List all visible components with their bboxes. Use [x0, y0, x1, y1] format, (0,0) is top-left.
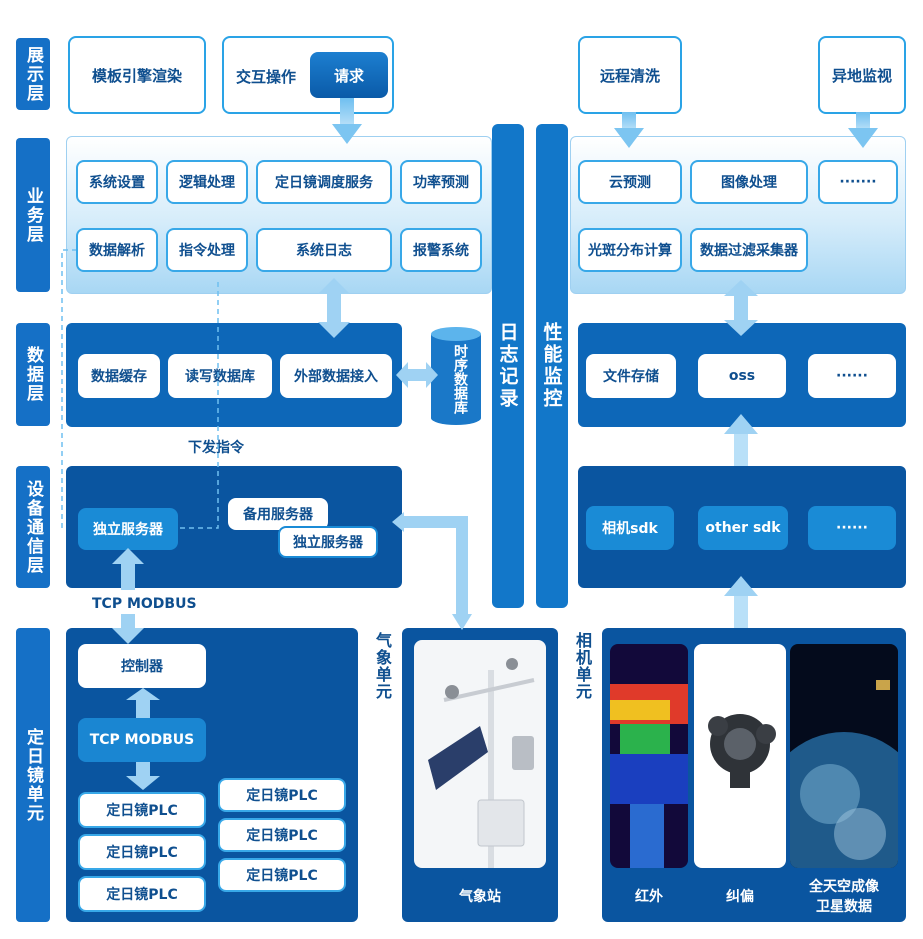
arrow-biz-data-right: [724, 280, 758, 336]
plc-right-3[interactable]: 定日镜PLC: [218, 858, 346, 892]
arrow-device-data-right: [724, 414, 758, 466]
device-standalone-server[interactable]: 独立服务器: [78, 508, 178, 550]
layer-label-business: 业务层: [16, 138, 50, 292]
sky-imaging-label: 全天空成像: [809, 879, 879, 895]
biz-logic[interactable]: 逻辑处理: [166, 160, 248, 204]
weather-station-photo: [414, 640, 546, 868]
remote-clean-box: 远程清洗: [578, 36, 682, 114]
arrow-request-down: [332, 98, 362, 144]
weather-station-label: 气象站: [459, 889, 501, 905]
biz-image-process[interactable]: 图像处理: [690, 160, 808, 204]
biz-system-settings[interactable]: 系统设置: [76, 160, 158, 204]
remote-clean-label: 远程清洗: [599, 66, 660, 85]
correction-photo: [694, 644, 786, 868]
biz-cloud-forecast[interactable]: 云预测: [578, 160, 682, 204]
layer-label-device: 设备通信层: [16, 466, 50, 588]
data-external[interactable]: 外部数据接入: [280, 354, 392, 398]
biz-command[interactable]: 指令处理: [166, 228, 248, 272]
arrow-clean-down: [614, 112, 644, 148]
device-more[interactable]: ······: [808, 506, 896, 550]
perf-monitor-column: 性能监控: [536, 124, 568, 608]
sky-satellite-photo: [790, 644, 898, 868]
layer-label-data: 数据层: [16, 323, 50, 426]
request-button[interactable]: 请求: [310, 52, 388, 98]
arrow-external-tsdb: [396, 362, 438, 388]
request-label: 请求: [333, 66, 364, 85]
plc-left-2[interactable]: 定日镜PLC: [78, 834, 206, 870]
arrow-server-controller: [112, 548, 144, 644]
interaction-box: 交互操作 请求: [222, 36, 394, 114]
biz-power-forecast[interactable]: 功率预测: [400, 160, 482, 204]
interaction-label: 交互操作: [236, 68, 297, 86]
layer-label-heliostat: 定日镜单元: [16, 628, 50, 922]
biz-spot-calc[interactable]: 光斑分布计算: [578, 228, 682, 272]
controller-box[interactable]: 控制器: [78, 644, 206, 688]
data-rw-db[interactable]: 读写数据库: [168, 354, 272, 398]
camera-unit-label: 相机单元: [573, 632, 592, 700]
remote-monitor-box: 异地监视: [818, 36, 906, 114]
satellite-data-label: 卫星数据: [816, 899, 872, 915]
arrow-tcp-plc: [126, 762, 160, 790]
biz-more[interactable]: ·······: [818, 160, 898, 204]
arrow-weather-device: [392, 512, 472, 630]
data-oss[interactable]: oss: [698, 354, 786, 398]
biz-data-parse[interactable]: 数据解析: [76, 228, 158, 272]
arrow-camera-up: [724, 576, 758, 628]
arrow-monitor-down: [848, 112, 878, 148]
infrared-label: 红外: [635, 889, 663, 905]
correction-label: 纠偏: [726, 889, 754, 905]
tcp-modbus-label: TCP MODBUS: [92, 596, 197, 612]
arrow-tcp-controller: [126, 688, 160, 718]
device-camera-sdk[interactable]: 相机sdk: [586, 506, 674, 550]
device-standalone-server-2[interactable]: 独立服务器: [278, 526, 378, 558]
data-file-storage[interactable]: 文件存储: [586, 354, 676, 398]
log-record-column: 日志记录: [492, 124, 524, 608]
biz-system-log[interactable]: 系统日志: [256, 228, 392, 272]
remote-monitor-label: 异地监视: [831, 66, 892, 85]
arrow-biz-data-left: [318, 278, 350, 338]
device-backup-server[interactable]: 备用服务器: [228, 498, 328, 530]
plc-left-3[interactable]: 定日镜PLC: [78, 876, 206, 912]
data-cache[interactable]: 数据缓存: [78, 354, 160, 398]
plc-right-2[interactable]: 定日镜PLC: [218, 818, 346, 852]
data-more[interactable]: ······: [808, 354, 896, 398]
tcp-modbus-box: TCP MODBUS: [78, 718, 206, 762]
layer-label-display: 展示层: [16, 38, 50, 110]
dashed-dispatch-lines: [61, 249, 219, 529]
dispatch-command-label: 下发指令: [188, 440, 244, 456]
device-other-sdk[interactable]: other sdk: [698, 506, 788, 550]
plc-left-1[interactable]: 定日镜PLC: [78, 792, 206, 828]
plc-right-1[interactable]: 定日镜PLC: [218, 778, 346, 812]
weather-unit-label: 气象单元: [373, 632, 392, 700]
biz-alarm[interactable]: 报警系统: [400, 228, 482, 272]
template-render-label: 模板引擎渲染: [91, 66, 182, 85]
infrared-photo: [610, 644, 688, 868]
tsdb-cylinder: 时序数据库: [430, 326, 482, 426]
tsdb-label: 时序数据库: [452, 344, 468, 414]
template-render-box: 模板引擎渲染: [68, 36, 206, 114]
biz-heliostat-dispatch[interactable]: 定日镜调度服务: [256, 160, 392, 204]
biz-data-filter[interactable]: 数据过滤采集器: [690, 228, 808, 272]
